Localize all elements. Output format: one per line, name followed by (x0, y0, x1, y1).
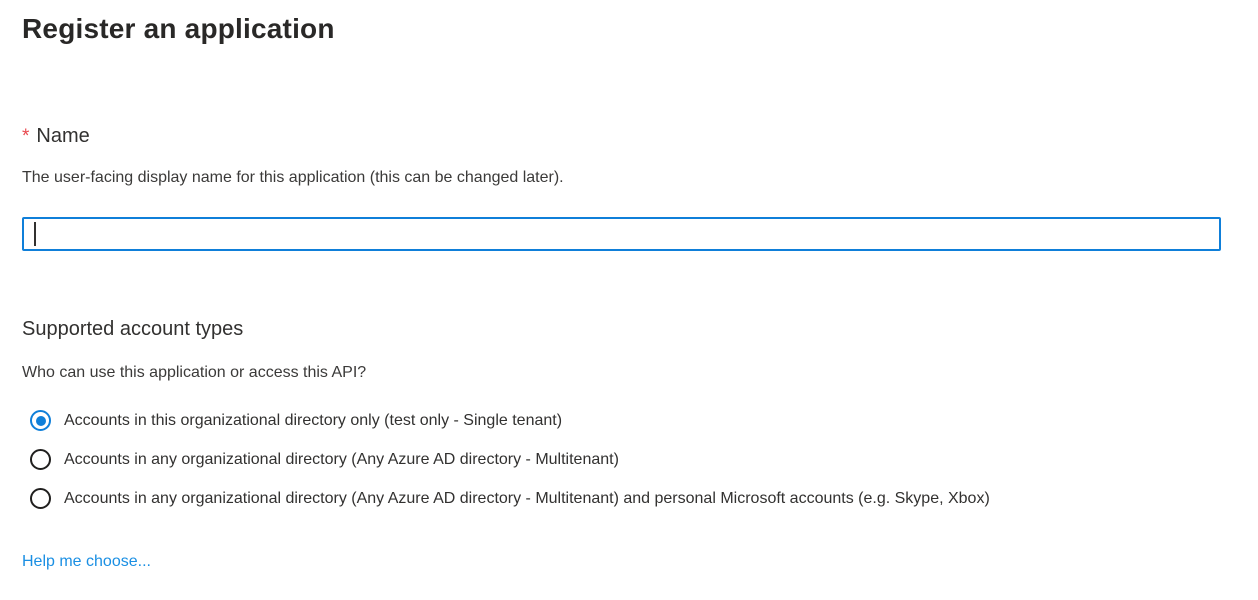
name-label-text: Name (36, 125, 90, 147)
name-field-description: The user-facing display name for this ap… (22, 169, 564, 186)
radio-button-icon[interactable] (30, 488, 51, 509)
help-me-choose-link[interactable]: Help me choose... (22, 553, 151, 570)
name-input-wrap (22, 217, 1221, 251)
account-type-radio-group: Accounts in this organizational director… (22, 410, 1236, 509)
page-title: Register an application (22, 13, 335, 44)
radio-option-label: Accounts in any organizational directory… (64, 451, 619, 468)
required-asterisk: * (22, 126, 30, 147)
radio-option-multitenant[interactable]: Accounts in any organizational directory… (30, 449, 1236, 470)
account-types-question: Who can use this application or access t… (22, 364, 367, 381)
radio-option-label: Accounts in any organizational directory… (64, 490, 990, 507)
radio-option-single-tenant[interactable]: Accounts in this organizational director… (30, 410, 1236, 431)
radio-button-icon[interactable] (30, 449, 51, 470)
supported-account-types-heading: Supported account types (22, 318, 244, 340)
radio-option-label: Accounts in this organizational director… (64, 412, 563, 429)
name-field-label: * Name (22, 125, 1236, 148)
name-input[interactable] (22, 217, 1221, 251)
radio-option-multitenant-personal[interactable]: Accounts in any organizational directory… (30, 488, 1236, 509)
radio-button-icon[interactable] (30, 410, 51, 431)
